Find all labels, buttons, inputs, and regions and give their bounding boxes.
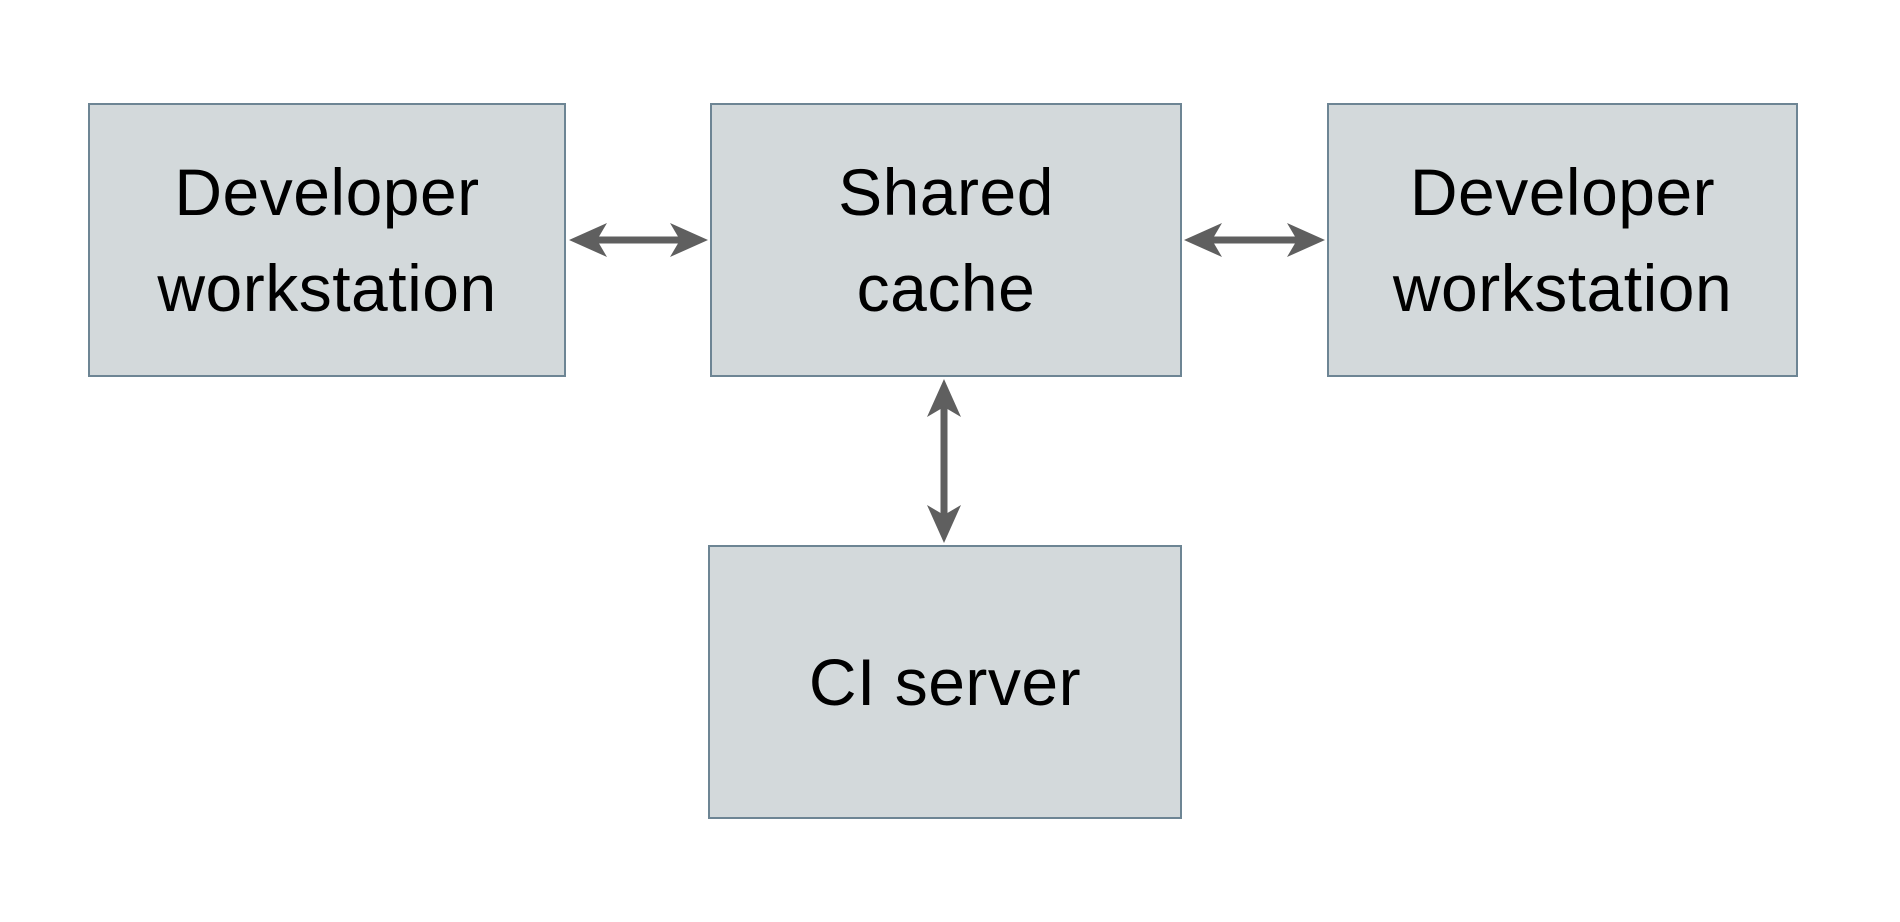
bidirectional-arrow-cache-ci-server — [927, 379, 961, 543]
node-label-ci-server: CI server — [808, 645, 1082, 719]
node-label-developer-workstation-left: Developer workstation — [157, 155, 497, 325]
node-developer-workstation-left: Developer workstation — [88, 103, 566, 377]
node-label-developer-workstation-right: Developer workstation — [1392, 155, 1733, 325]
node-shared-cache: Shared cache — [710, 103, 1182, 377]
node-developer-workstation-right: Developer workstation — [1327, 103, 1798, 377]
bidirectional-arrow-left-workstation-cache — [569, 223, 708, 257]
bidirectional-arrow-cache-right-workstation — [1184, 223, 1325, 257]
node-label-shared-cache: Shared cache — [838, 155, 1054, 325]
node-ci-server: CI server — [708, 545, 1182, 819]
